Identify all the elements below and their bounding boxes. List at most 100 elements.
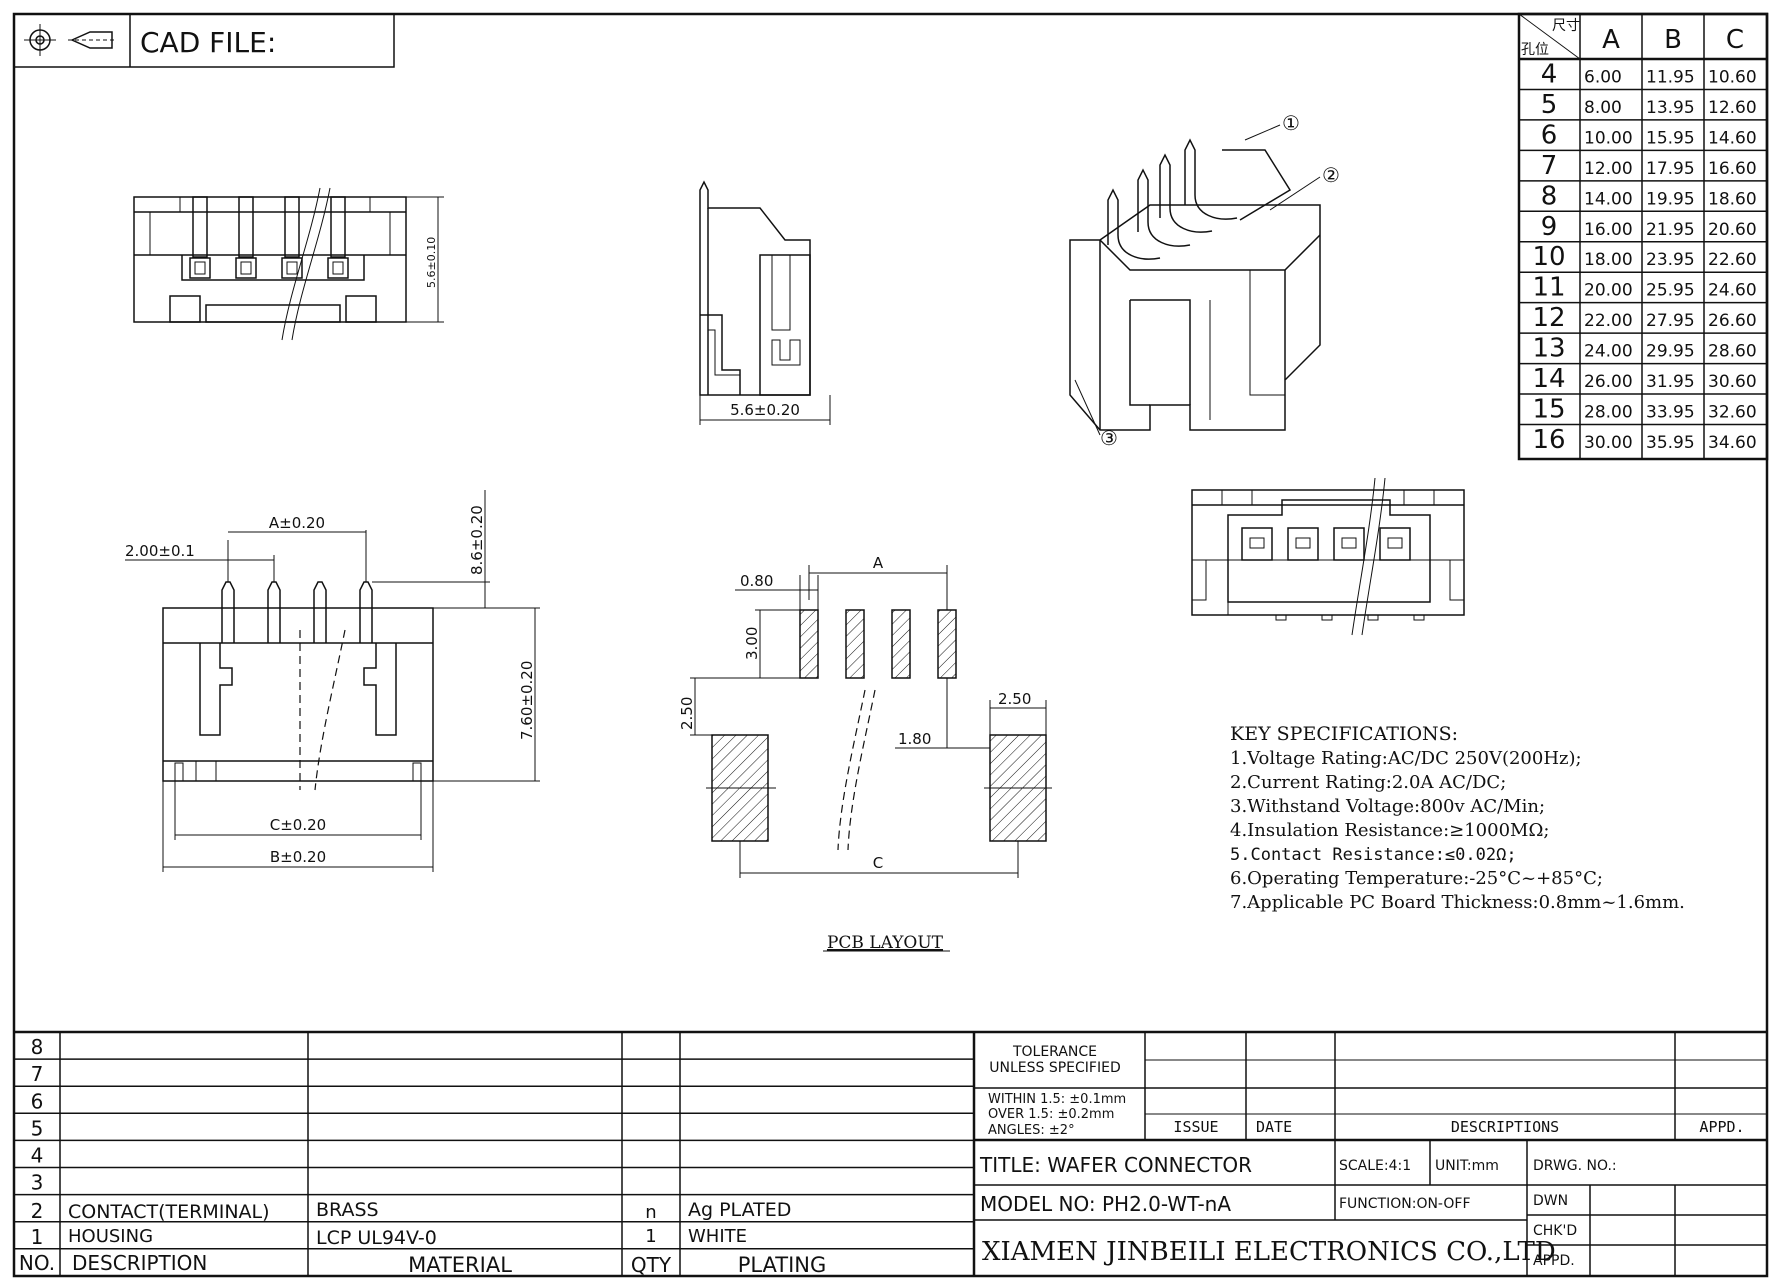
bom-item-no: 2 bbox=[31, 1199, 44, 1223]
b-dim-label: B±0.20 bbox=[270, 848, 326, 866]
dwn-label: DWN bbox=[1533, 1193, 1568, 1209]
table-value-cell: 12.60 bbox=[1708, 98, 1757, 118]
table-value-cell: 14.60 bbox=[1708, 128, 1757, 148]
top-view-height-dim: 5.6±0.10 bbox=[425, 237, 438, 288]
table-position-cell: 13 bbox=[1532, 334, 1565, 364]
table-position-cell: 14 bbox=[1532, 364, 1565, 394]
callout-1: ① bbox=[1282, 111, 1300, 135]
table-value-cell: 30.60 bbox=[1708, 372, 1757, 392]
bom-item-material: LCP UL94V-0 bbox=[316, 1227, 437, 1249]
pin-height-dim: 8.6±0.20 bbox=[468, 505, 486, 575]
table-value-cell: 33.95 bbox=[1646, 403, 1695, 423]
tolerance-within: WITHIN 1.5: ±0.1mm bbox=[988, 1092, 1126, 1107]
table-value-cell: 12.00 bbox=[1584, 159, 1633, 179]
table-header-b: B bbox=[1664, 25, 1682, 55]
table-value-cell: 25.95 bbox=[1646, 281, 1695, 301]
bom-header-material: MATERIAL bbox=[408, 1253, 512, 1277]
table-value-cell: 18.60 bbox=[1708, 189, 1757, 209]
pad-length-dim: 3.00 bbox=[743, 627, 761, 660]
spec-item: 5.Contact Resistance:≤0.02Ω; bbox=[1230, 845, 1517, 865]
table-position-cell: 4 bbox=[1541, 59, 1558, 89]
info-block: TITLE: WAFER CONNECTOR SCALE:4:1 UNIT:mm… bbox=[974, 1140, 1767, 1276]
pad-c-dim: C bbox=[873, 854, 883, 872]
table-value-cell: 6.00 bbox=[1584, 67, 1622, 87]
table-value-cell: 23.95 bbox=[1646, 250, 1695, 270]
drawing-border bbox=[12, 12, 1769, 1278]
pcb-layout-label: PCB LAYOUT bbox=[827, 933, 944, 953]
descriptions-header: DESCRIPTIONS bbox=[1451, 1118, 1559, 1136]
top-view-pins bbox=[189, 196, 349, 279]
table-value-cell: 26.60 bbox=[1708, 311, 1757, 331]
iso-pins bbox=[1107, 138, 1238, 260]
bom-item-description: HOUSING bbox=[68, 1226, 153, 1247]
bom-item-description: CONTACT(TERMINAL) bbox=[68, 1201, 270, 1223]
bom-item-qty: 1 bbox=[645, 1226, 656, 1247]
bom-row-number: 4 bbox=[31, 1144, 44, 1168]
front-view-pins bbox=[221, 581, 373, 643]
table-position-cell: 6 bbox=[1541, 120, 1558, 150]
projection-symbol-icon bbox=[24, 24, 116, 56]
table-header-a: A bbox=[1602, 25, 1620, 55]
table-position-cell: 10 bbox=[1532, 242, 1565, 272]
bom-item-plating: WHITE bbox=[688, 1226, 747, 1247]
table-value-cell: 35.95 bbox=[1646, 433, 1695, 453]
table-position-cell: 15 bbox=[1532, 395, 1565, 425]
signal-pads bbox=[799, 609, 957, 679]
bom-item-plating: Ag PLATED bbox=[688, 1199, 791, 1221]
bom-item-no: 1 bbox=[31, 1225, 44, 1249]
table-position-cell: 7 bbox=[1541, 151, 1558, 181]
table-value-cell: 32.60 bbox=[1708, 403, 1757, 423]
table-position-cell: 8 bbox=[1541, 181, 1558, 211]
model-no: MODEL NO: PH2.0-WT-nA bbox=[980, 1192, 1231, 1216]
tolerance-line1: TOLERANCE bbox=[1012, 1044, 1097, 1060]
rear-view bbox=[1191, 477, 1465, 636]
bom-row-number: 7 bbox=[31, 1062, 44, 1086]
table-value-cell: 19.95 bbox=[1646, 189, 1695, 209]
pcb-layout: 0.80 A 3.00 2.50 2.50 1.80 C PCB LAYOUT bbox=[678, 554, 1052, 953]
side-view-width-dim: 5.6±0.20 bbox=[730, 401, 800, 419]
cad-file-label: CAD FILE: bbox=[140, 26, 276, 59]
tolerance-over: OVER 1.5: ±0.2mm bbox=[988, 1107, 1114, 1122]
pitch-dim-label: 2.00±0.1 bbox=[125, 542, 195, 560]
table-value-cell: 30.00 bbox=[1584, 433, 1633, 453]
table-header-c: C bbox=[1726, 25, 1744, 55]
appd-header: APPD. bbox=[1699, 1118, 1744, 1136]
table-value-cell: 15.95 bbox=[1646, 128, 1695, 148]
top-view: 5.6±0.10 bbox=[133, 187, 444, 341]
scale-label: SCALE:4:1 bbox=[1339, 1158, 1411, 1174]
spec-item: 1.Voltage Rating:AC/DC 250V(200Hz); bbox=[1230, 748, 1582, 769]
table-value-cell: 10.00 bbox=[1584, 128, 1633, 148]
table-corner-bottom: 孔位 bbox=[1521, 42, 1549, 58]
pad-a-dim: A bbox=[873, 554, 884, 572]
table-position-cell: 12 bbox=[1532, 303, 1565, 333]
table-value-cell: 34.60 bbox=[1708, 433, 1757, 453]
bom-row-number: 5 bbox=[31, 1116, 44, 1140]
table-value-cell: 20.60 bbox=[1708, 220, 1757, 240]
table-value-cell: 24.60 bbox=[1708, 281, 1757, 301]
tolerance-angles: ANGLES: ±2° bbox=[988, 1123, 1075, 1138]
date-header: DATE bbox=[1256, 1118, 1292, 1136]
callout-3: ③ bbox=[1100, 426, 1118, 450]
table-position-cell: 11 bbox=[1532, 273, 1565, 303]
table-position-cell: 9 bbox=[1541, 212, 1558, 242]
table-value-cell: 26.00 bbox=[1584, 372, 1633, 392]
specs-title: KEY SPECIFICATIONS: bbox=[1230, 723, 1458, 745]
function-label: FUNCTION:ON-OFF bbox=[1339, 1196, 1471, 1212]
table-value-cell: 22.00 bbox=[1584, 311, 1633, 331]
issue-header: ISSUE bbox=[1173, 1118, 1218, 1136]
callout-2: ② bbox=[1322, 163, 1340, 187]
spec-item: 6.Operating Temperature:-25°C~+85°C; bbox=[1230, 868, 1603, 889]
bom-row-number: 3 bbox=[31, 1171, 44, 1195]
pad-width-dim: 0.80 bbox=[740, 572, 773, 590]
bom-item-material: BRASS bbox=[316, 1199, 379, 1221]
table-position-cell: 5 bbox=[1541, 90, 1558, 120]
table-value-cell: 29.95 bbox=[1646, 342, 1695, 362]
side-view: 5.6±0.20 bbox=[699, 180, 831, 425]
rear-view-slots bbox=[1241, 527, 1411, 561]
drawing-title: TITLE: WAFER CONNECTOR bbox=[979, 1153, 1252, 1177]
table-value-cell: 20.00 bbox=[1584, 281, 1633, 301]
front-view: A±0.20 2.00±0.1 8.6±0.20 7.60±0.20 C±0.2… bbox=[125, 490, 540, 872]
